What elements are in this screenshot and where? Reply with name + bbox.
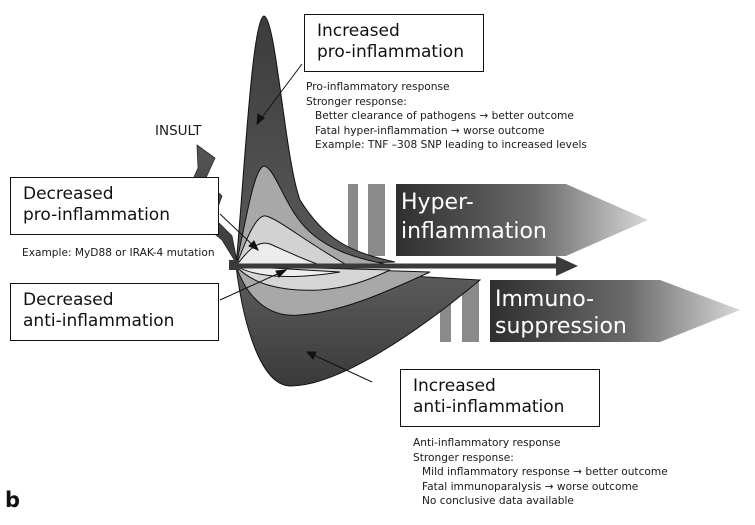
pro-notes-item: Better clearance of pathogens → better o…	[315, 110, 574, 122]
decreased-anti-inflammation-box: Decreased anti-inflammation	[10, 283, 219, 341]
pointer-increased-anti-head	[305, 351, 317, 360]
anti-notes-item: Mild inflammatory response → better outc…	[422, 466, 668, 478]
decreased-anti-line2: anti-inflammation	[23, 311, 175, 331]
increased-pro-inflammation-box: Increased pro-inflammation	[304, 14, 484, 72]
immuno-suppression-arrow	[490, 280, 740, 342]
time-axis-arrowhead	[556, 256, 578, 276]
decreased-anti-line1: Decreased	[23, 290, 114, 310]
pointer-decreased-anti	[219, 269, 287, 301]
anti-notes-subtitle: Stronger response:	[413, 451, 514, 464]
hyper-inflammation-arrow	[396, 184, 648, 256]
pointer-increased-anti	[306, 351, 373, 383]
pro-notes-item: Example: TNF –308 SNP leading to increas…	[315, 139, 587, 151]
hyper-bar-1	[348, 184, 358, 256]
anti-inflammation-innermost-curve	[235, 265, 341, 278]
pro-notes-title: Pro-inflammatory response	[306, 81, 450, 93]
pointer-increased-pro-head	[256, 113, 265, 126]
pointer-decreased-anti-head	[275, 269, 288, 278]
increased-pro-line2: pro-inflammation	[317, 42, 464, 62]
axis-origin-block	[229, 260, 239, 270]
figure-label: b	[5, 488, 21, 512]
pointer-increased-pro	[256, 63, 303, 125]
anti-inflammatory-notes: Anti-inflammatory response Stronger resp…	[413, 436, 668, 509]
decreased-pro-example: Example: MyD88 or IRAK-4 mutation	[22, 247, 215, 259]
increased-anti-line2: anti-inflammation	[413, 397, 565, 417]
increased-pro-line1: Increased	[317, 21, 400, 41]
immuno-bar-1	[440, 280, 451, 342]
hyper-label-line2: inflammation	[401, 219, 547, 244]
pro-inflammatory-notes: Pro-inflammatory response Stronger respo…	[306, 80, 587, 153]
hyper-bar-2	[368, 184, 385, 256]
hyper-label-line1: Hyper-	[401, 190, 474, 215]
decreased-pro-line2: pro-inflammation	[23, 205, 170, 225]
anti-notes-item: Fatal immunoparalysis → worse outcome	[422, 480, 639, 493]
immuno-label-line2: suppression	[495, 314, 627, 339]
immuno-label-line1: Immuno-	[495, 287, 594, 312]
pointer-decreased-pro-head	[248, 240, 259, 251]
pro-notes-item: Fatal hyper-inflammation → worse outcome	[315, 124, 545, 137]
anti-notes-title: Anti-inflammatory response	[413, 437, 561, 449]
increased-anti-line1: Increased	[413, 376, 496, 396]
insult-label: INSULT	[155, 123, 202, 139]
increased-anti-inflammation-box: Increased anti-inflammation	[400, 369, 600, 427]
pro-notes-subtitle: Stronger response:	[306, 95, 407, 108]
decreased-pro-line1: Decreased	[23, 184, 114, 204]
decreased-pro-inflammation-box: Decreased pro-inflammation	[10, 177, 219, 235]
anti-notes-item: No conclusive data available	[422, 495, 574, 507]
immuno-bar-2	[462, 280, 479, 342]
